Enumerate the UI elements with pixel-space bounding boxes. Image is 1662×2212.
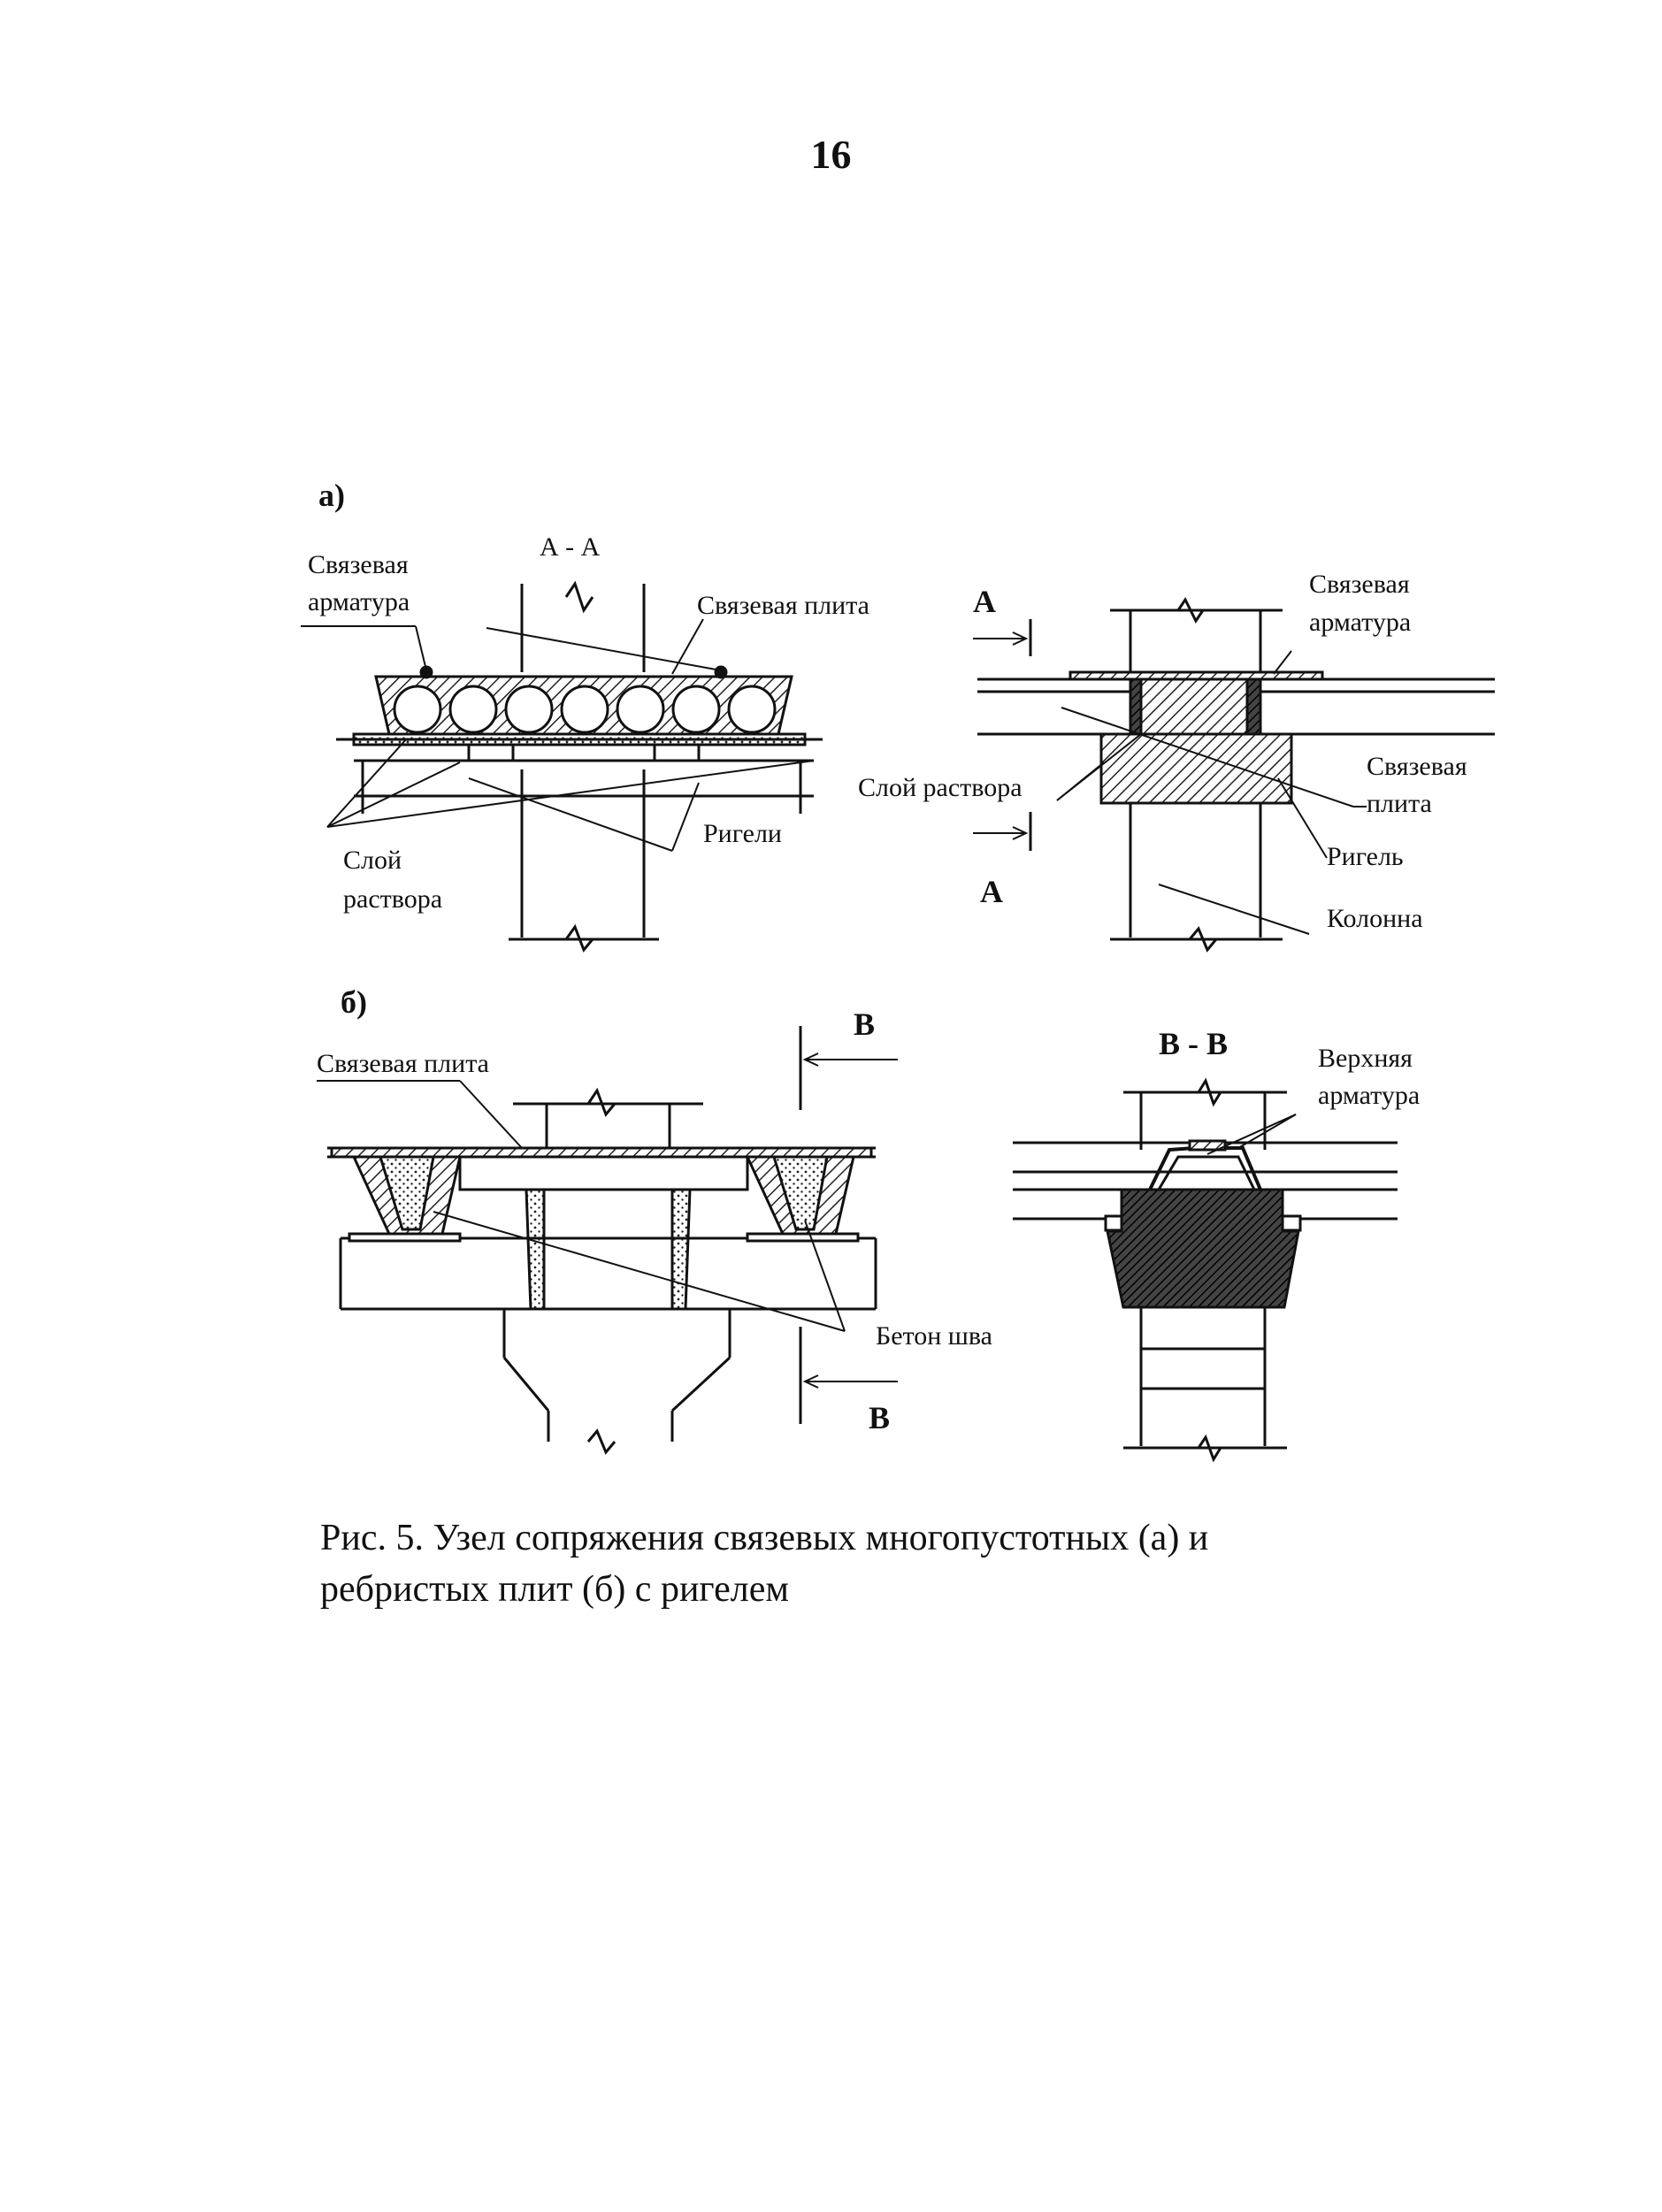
label-tie-slab: Связевая плита (697, 591, 869, 620)
part-a-section-aa (301, 580, 823, 953)
label-mortar-1: Слой (343, 846, 402, 875)
label-tie-reinforcement-r1: Связевая (1309, 570, 1410, 599)
page-number: 16 (810, 132, 852, 177)
section-aa-title: А - А (540, 532, 601, 562)
figure-caption: Рис. 5. Узел сопряжения связевых многопу… (320, 1512, 1501, 1615)
section-mark-a-bottom: А (980, 874, 1003, 909)
section-bb-title: В - В (1159, 1026, 1228, 1061)
part-a-label: а) (318, 478, 345, 513)
section-mark-b-top: В (854, 1006, 875, 1042)
part-b-label: б) (341, 984, 367, 1020)
part-b-section-bb (1013, 1077, 1398, 1463)
label-tie-reinforcement-1: Связевая (308, 550, 409, 579)
label-top-reinforcement-2: арматура (1318, 1081, 1420, 1110)
caption-line-1: Рис. 5. Узел сопряжения связевых многопу… (320, 1518, 1209, 1558)
label-tie-slab-r1: Связевая (1367, 752, 1467, 781)
part-a-side-view (973, 597, 1495, 953)
section-mark-a-top: А (973, 584, 996, 619)
label-tie-reinforcement-2: арматура (308, 587, 410, 616)
label-column: Колонна (1327, 904, 1423, 933)
label-top-reinforcement-1: Верхняя (1318, 1044, 1413, 1073)
label-tie-slab-b: Связевая плита (317, 1049, 489, 1078)
section-mark-b-bottom: В (869, 1400, 890, 1435)
label-girder-r: Ригель (1327, 842, 1404, 871)
label-tie-slab-r2: плита (1367, 789, 1432, 818)
label-mortar-2: раствора (343, 884, 442, 914)
label-mortar-r: Слой раствора (858, 773, 1022, 802)
caption-line-2: ребристых плит (б) с ригелем (320, 1569, 789, 1610)
label-joint-concrete: Бетон шва (876, 1321, 992, 1351)
label-girders: Ригели (703, 819, 782, 848)
part-b-ribbed-slab (317, 1026, 898, 1455)
label-tie-reinforcement-r2: арматура (1309, 608, 1411, 637)
